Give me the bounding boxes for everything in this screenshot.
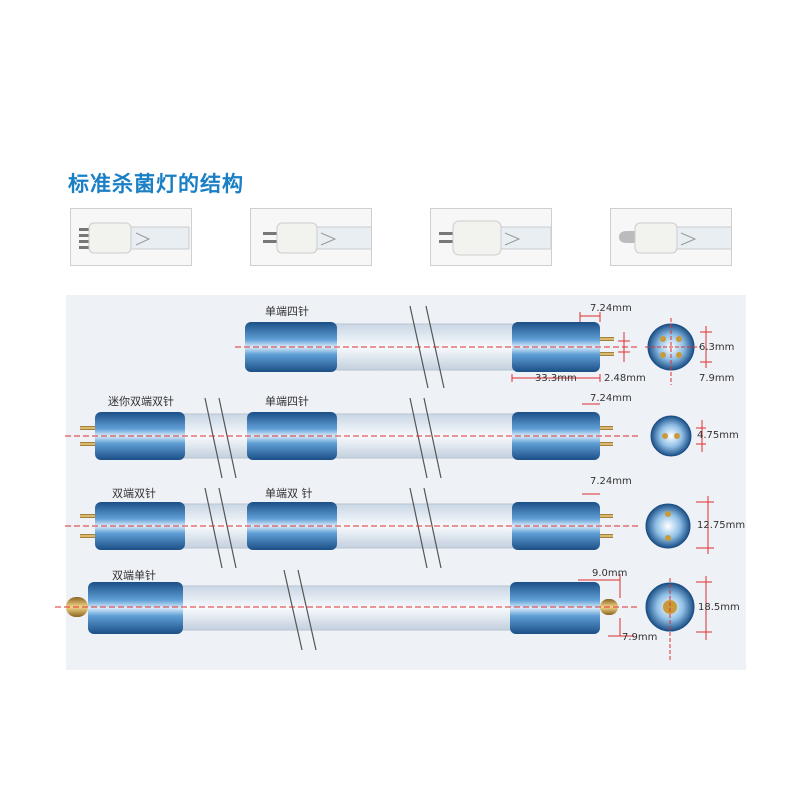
lamp-row-4 xyxy=(55,569,712,660)
lamp-photo-3 xyxy=(430,208,552,266)
row-2-left-label: 迷你双端双针 xyxy=(108,395,174,408)
row-1-mid-label: 单端四针 xyxy=(265,305,309,318)
row-4-left-label: 双端单针 xyxy=(112,569,156,582)
page-title: 标准杀菌灯的结构 xyxy=(68,172,244,196)
lamp-photo-4 xyxy=(610,208,732,266)
lamp-photo-1 xyxy=(70,208,192,266)
lamp-row-1 xyxy=(235,305,712,389)
dimension-label: 33.3mm xyxy=(535,373,577,384)
dimension-label: 7.9mm xyxy=(699,373,735,384)
two-pin-lamp-photo-icon xyxy=(439,220,551,256)
dimension-label: 6.3mm xyxy=(699,342,735,353)
dimension-label: 12.75mm xyxy=(697,520,746,531)
dimension-label: 7.9mm xyxy=(622,632,658,643)
dimension-label: 7.24mm xyxy=(590,393,632,404)
two-pin-lamp-photo-icon xyxy=(263,222,371,254)
single-pin-lamp-photo-icon xyxy=(619,222,731,254)
row-2-mid-label: 单端四针 xyxy=(265,395,309,408)
dimension-label: 7.24mm xyxy=(590,476,632,487)
dimension-label: 9.0mm xyxy=(592,568,628,579)
dimension-label: 4.75mm xyxy=(697,430,739,441)
lamp-row-2 xyxy=(65,397,706,479)
row-3-mid-label: 单端双 针 xyxy=(265,487,313,500)
dimension-label: 18.5mm xyxy=(698,602,740,613)
row-3-left-label: 双端双针 xyxy=(112,487,156,500)
four-pin-lamp-photo-icon xyxy=(79,222,190,254)
dimension-label: 7.24mm xyxy=(590,303,632,314)
lamp-row-3 xyxy=(65,487,714,569)
dimension-label: 2.48mm xyxy=(604,373,646,384)
lamp-photo-2 xyxy=(250,208,372,266)
